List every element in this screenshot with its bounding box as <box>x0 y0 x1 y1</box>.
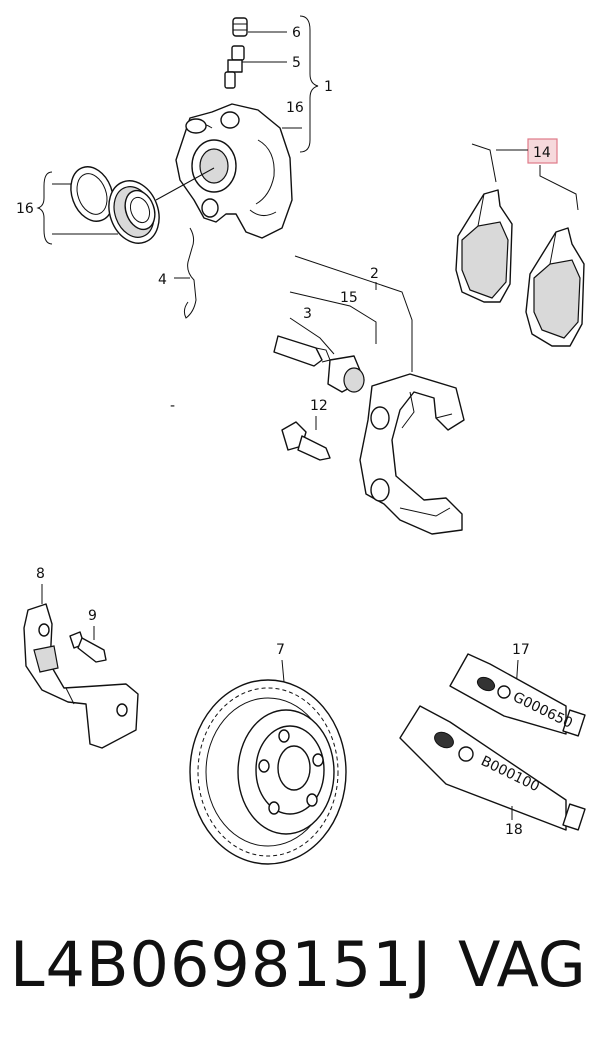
leader-2 <box>294 255 413 372</box>
callout-4: 4 <box>158 272 167 288</box>
part-number: L4B0698151J <box>10 928 432 1001</box>
leader-14b <box>539 165 579 211</box>
callout-6: 6 <box>292 25 301 41</box>
bleeder-cap <box>232 17 248 37</box>
splash-shield-bracket <box>23 603 139 749</box>
callout-16-top: 16 <box>286 100 304 116</box>
callout-18: 18 <box>505 822 523 838</box>
brace-16 <box>36 171 53 245</box>
callout-9: 9 <box>88 608 97 624</box>
footer: L4B0698151J VAG <box>0 920 600 1010</box>
stray-mark: - <box>170 398 175 414</box>
callout-17: 17 <box>512 642 530 658</box>
callout-5: 5 <box>292 55 301 71</box>
guide-sleeve <box>327 355 365 393</box>
callout-12: 12 <box>310 398 328 414</box>
callout-2: 2 <box>370 266 379 282</box>
retaining-clip <box>183 227 197 319</box>
callout-15: 15 <box>340 290 358 306</box>
brand-name: VAG <box>458 928 586 1001</box>
bleeder-valve <box>224 45 245 89</box>
guide-pin <box>273 335 331 367</box>
brake-disc <box>189 679 347 865</box>
callout-7: 7 <box>276 642 285 658</box>
caliper-carrier-bracket <box>359 373 465 535</box>
carrier-bolt <box>281 421 331 461</box>
highlight-14 <box>527 138 558 164</box>
leader-3 <box>289 317 335 355</box>
brace-1 <box>299 15 319 153</box>
leader-14 <box>471 143 497 183</box>
brake-parts-diagram: 6 5 1 16 16 4 2 <box>16 15 586 865</box>
callout-16-left: 16 <box>16 201 34 217</box>
callout-8: 8 <box>36 566 45 582</box>
brake-pad-inner <box>455 189 513 303</box>
brake-pad-outer <box>525 227 585 347</box>
callout-14: 14 <box>533 145 551 161</box>
dust-boot <box>108 180 160 244</box>
brake-caliper-housing <box>175 103 293 239</box>
callout-3: 3 <box>303 306 312 322</box>
leader-15 <box>289 291 377 344</box>
callout-1: 1 <box>324 79 333 95</box>
piston-seal-ring <box>70 166 114 222</box>
shield-bolt <box>69 631 107 663</box>
